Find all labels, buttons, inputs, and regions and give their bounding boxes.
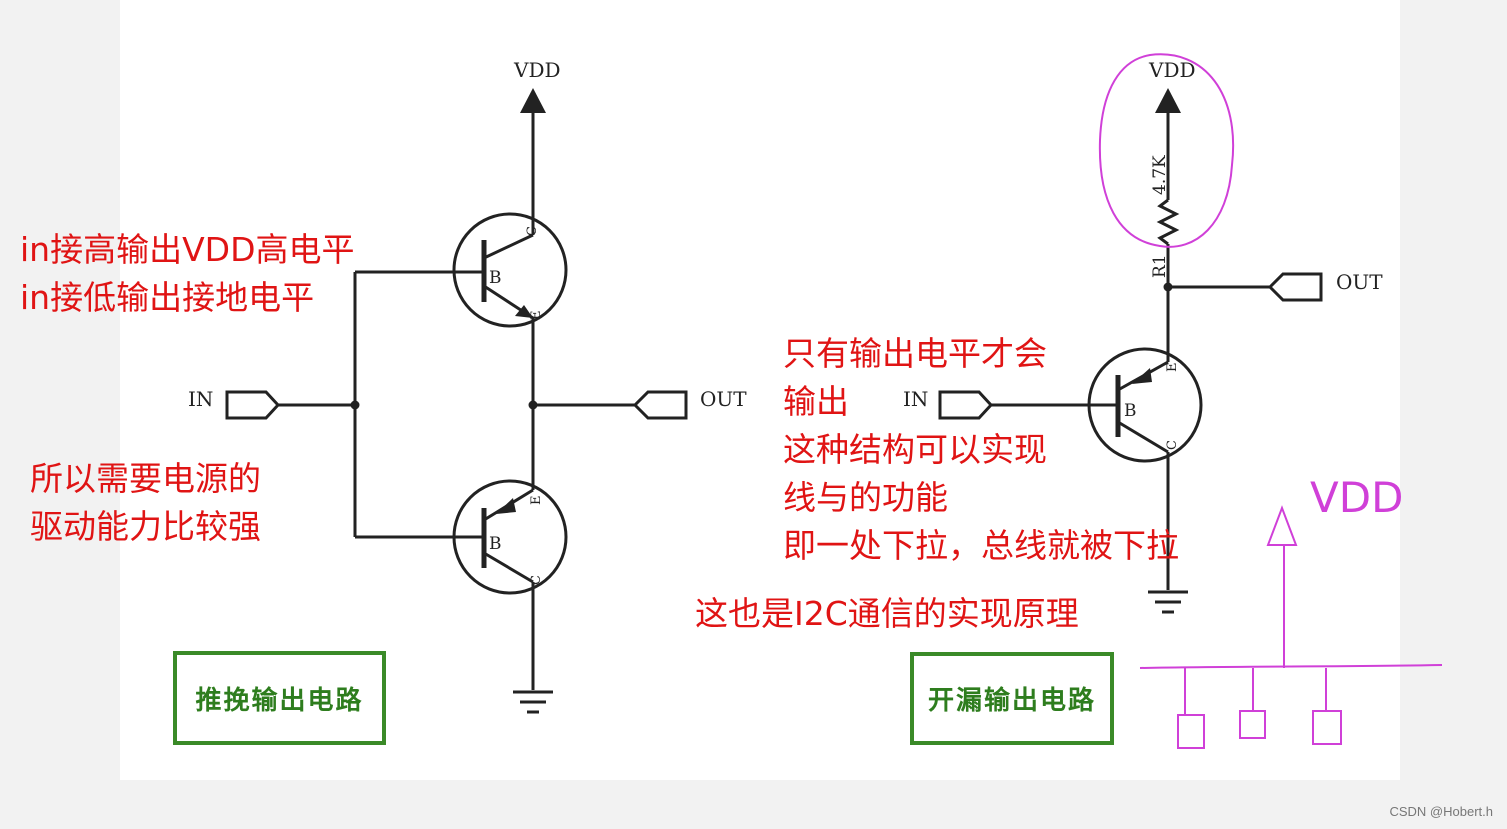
base-label-bottom: B (489, 534, 502, 554)
push-pull-title-box: 推挽输出电路 (173, 651, 386, 745)
csdn-watermark: CSDN @Hobert.h (1389, 804, 1493, 819)
push-pull-note: in接高输出VDD高电平 in接低输出接地电平 (20, 230, 355, 317)
open-drain-title-box: 开漏输出电路 (910, 652, 1114, 745)
collector-label-right: C (1165, 440, 1180, 450)
sketch-device-2 (1239, 710, 1266, 739)
diagram-background (120, 0, 1400, 780)
vdd-arrow-right (1155, 88, 1181, 113)
i2c-note: 这也是I2C通信的实现原理 (695, 594, 1079, 633)
emitter-label-top: E (529, 311, 544, 321)
collector-label-bottom: C (529, 575, 544, 585)
open-drain-note: 只有输出电平才会 输出 这种结构可以实现 线与的功能 即一处下拉，总线就被下拉 (783, 334, 1179, 565)
out-connector-left (632, 390, 688, 420)
in-label-left: IN (188, 387, 213, 411)
push-pull-circuit (225, 88, 688, 714)
sketch-bus-line (1139, 664, 1443, 669)
out-label-right: OUT (1336, 270, 1383, 294)
sketch-device-3 (1312, 710, 1342, 745)
npn-transistor-top (452, 212, 568, 328)
out-connector-right (1267, 272, 1323, 302)
emitter-label-bottom: E (529, 496, 544, 506)
emitter-label-right: E (1165, 363, 1180, 373)
resistor-value-label: 4.7K (1150, 155, 1170, 195)
handdrawn-sketch (1098, 53, 1443, 749)
drive-capability-note: 所以需要电源的 驱动能力比较强 (30, 459, 261, 546)
base-label-top: B (489, 268, 502, 288)
vdd-label-right: VDD (1148, 58, 1196, 82)
in-label-right: IN (903, 387, 928, 411)
in-connector-right (938, 390, 994, 420)
sketch-device-1 (1177, 714, 1205, 749)
resistor-name-label: R1 (1150, 254, 1170, 278)
out-label-left: OUT (700, 387, 747, 411)
vdd-label-left: VDD (513, 58, 561, 82)
open-drain-circuit (938, 88, 1323, 614)
vdd-highlight-circle (1098, 53, 1235, 248)
vdd-arrow-left (520, 88, 546, 113)
in-connector-left (225, 390, 281, 420)
base-label-right: B (1124, 401, 1137, 421)
sketch-vdd-label: VDD (1310, 473, 1403, 522)
collector-label-top: C (525, 226, 540, 236)
sketch-vdd-arrow (1266, 505, 1298, 546)
resistor-r1 (1156, 198, 1180, 246)
